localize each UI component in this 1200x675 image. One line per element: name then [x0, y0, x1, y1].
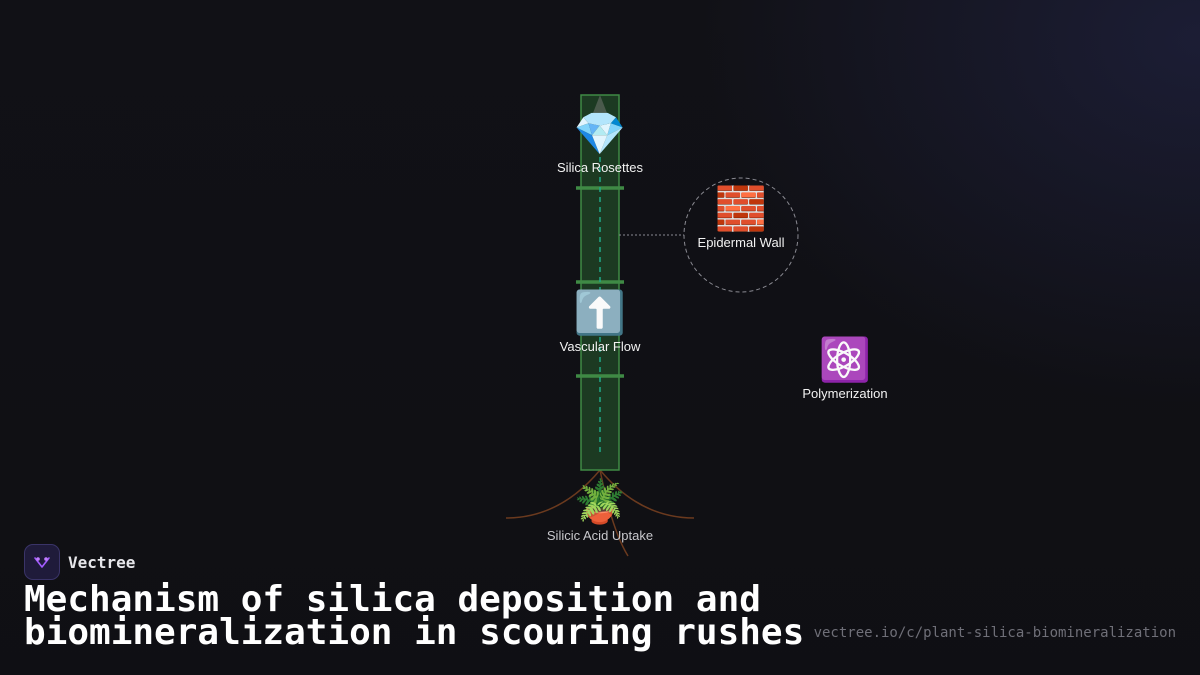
- brick-icon: 🧱: [714, 185, 768, 232]
- vascular-flow-label: Vascular Flow: [559, 339, 641, 354]
- polymerization-label: Polymerization: [802, 386, 888, 401]
- silicic-acid-uptake-label: Silicic Acid Uptake: [546, 528, 654, 543]
- stem-tip: [593, 95, 607, 113]
- brand-name: Vectree: [68, 552, 136, 572]
- potted-plant-icon: 🪴: [573, 478, 627, 525]
- vectree-logo-icon: [24, 544, 60, 580]
- up-arrow-icon: ⬆️: [573, 289, 627, 336]
- root-center: [599, 469, 629, 557]
- epidermal-wall-label: Epidermal Wall: [697, 235, 785, 250]
- node-polymerization: ⚛️ Polymerization: [802, 336, 887, 401]
- page-title: Mechanism of silica deposition and biomi…: [24, 579, 805, 653]
- silica-rosettes-label: Silica Rosettes: [557, 160, 643, 175]
- root-right: [599, 469, 695, 519]
- source-url: vectree.io/c/plant-silica-biomineralizat…: [813, 625, 1176, 641]
- gem-icon: 💎: [573, 110, 627, 157]
- brand: Vectree: [24, 544, 135, 580]
- atom-icon: ⚛️: [818, 336, 872, 383]
- node-silicic-acid-uptake: 🪴 Silicic Acid Uptake: [547, 478, 653, 543]
- root-left: [505, 469, 601, 519]
- node-vascular-flow: ⬆️ Vascular Flow: [560, 289, 641, 354]
- epidermal-wall-ring: [683, 177, 799, 293]
- node-epidermal-wall: 🧱 Epidermal Wall: [698, 185, 785, 250]
- node-silica-rosettes: 💎 Silica Rosettes: [557, 110, 643, 175]
